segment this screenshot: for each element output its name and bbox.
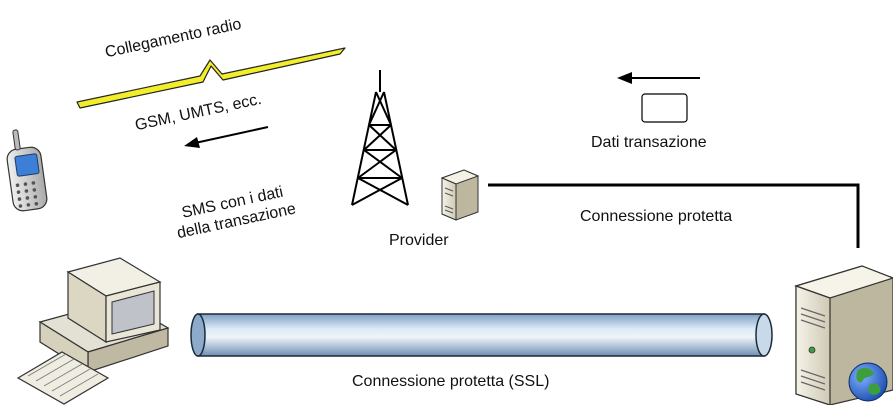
ssl-connection-label: Connessione protetta (SSL) bbox=[352, 373, 550, 390]
transaction-data-label: Dati transazione bbox=[591, 134, 707, 151]
protected-connection-label: Connessione protetta bbox=[580, 208, 733, 225]
provider-server-icon bbox=[440, 169, 480, 221]
sms-arrow bbox=[184, 126, 269, 148]
protected-connection-line bbox=[488, 183, 860, 248]
transaction-data-arrow bbox=[617, 72, 700, 84]
radio-tower-icon bbox=[351, 70, 409, 206]
radio-link-lightning bbox=[76, 47, 346, 109]
globe-icon bbox=[848, 362, 888, 402]
desktop-computer-icon bbox=[16, 257, 170, 405]
provider-label: Provider bbox=[389, 232, 449, 249]
mobile-phone-icon bbox=[6, 129, 48, 212]
envelope-icon bbox=[641, 93, 688, 123]
ssl-tunnel bbox=[190, 313, 773, 357]
